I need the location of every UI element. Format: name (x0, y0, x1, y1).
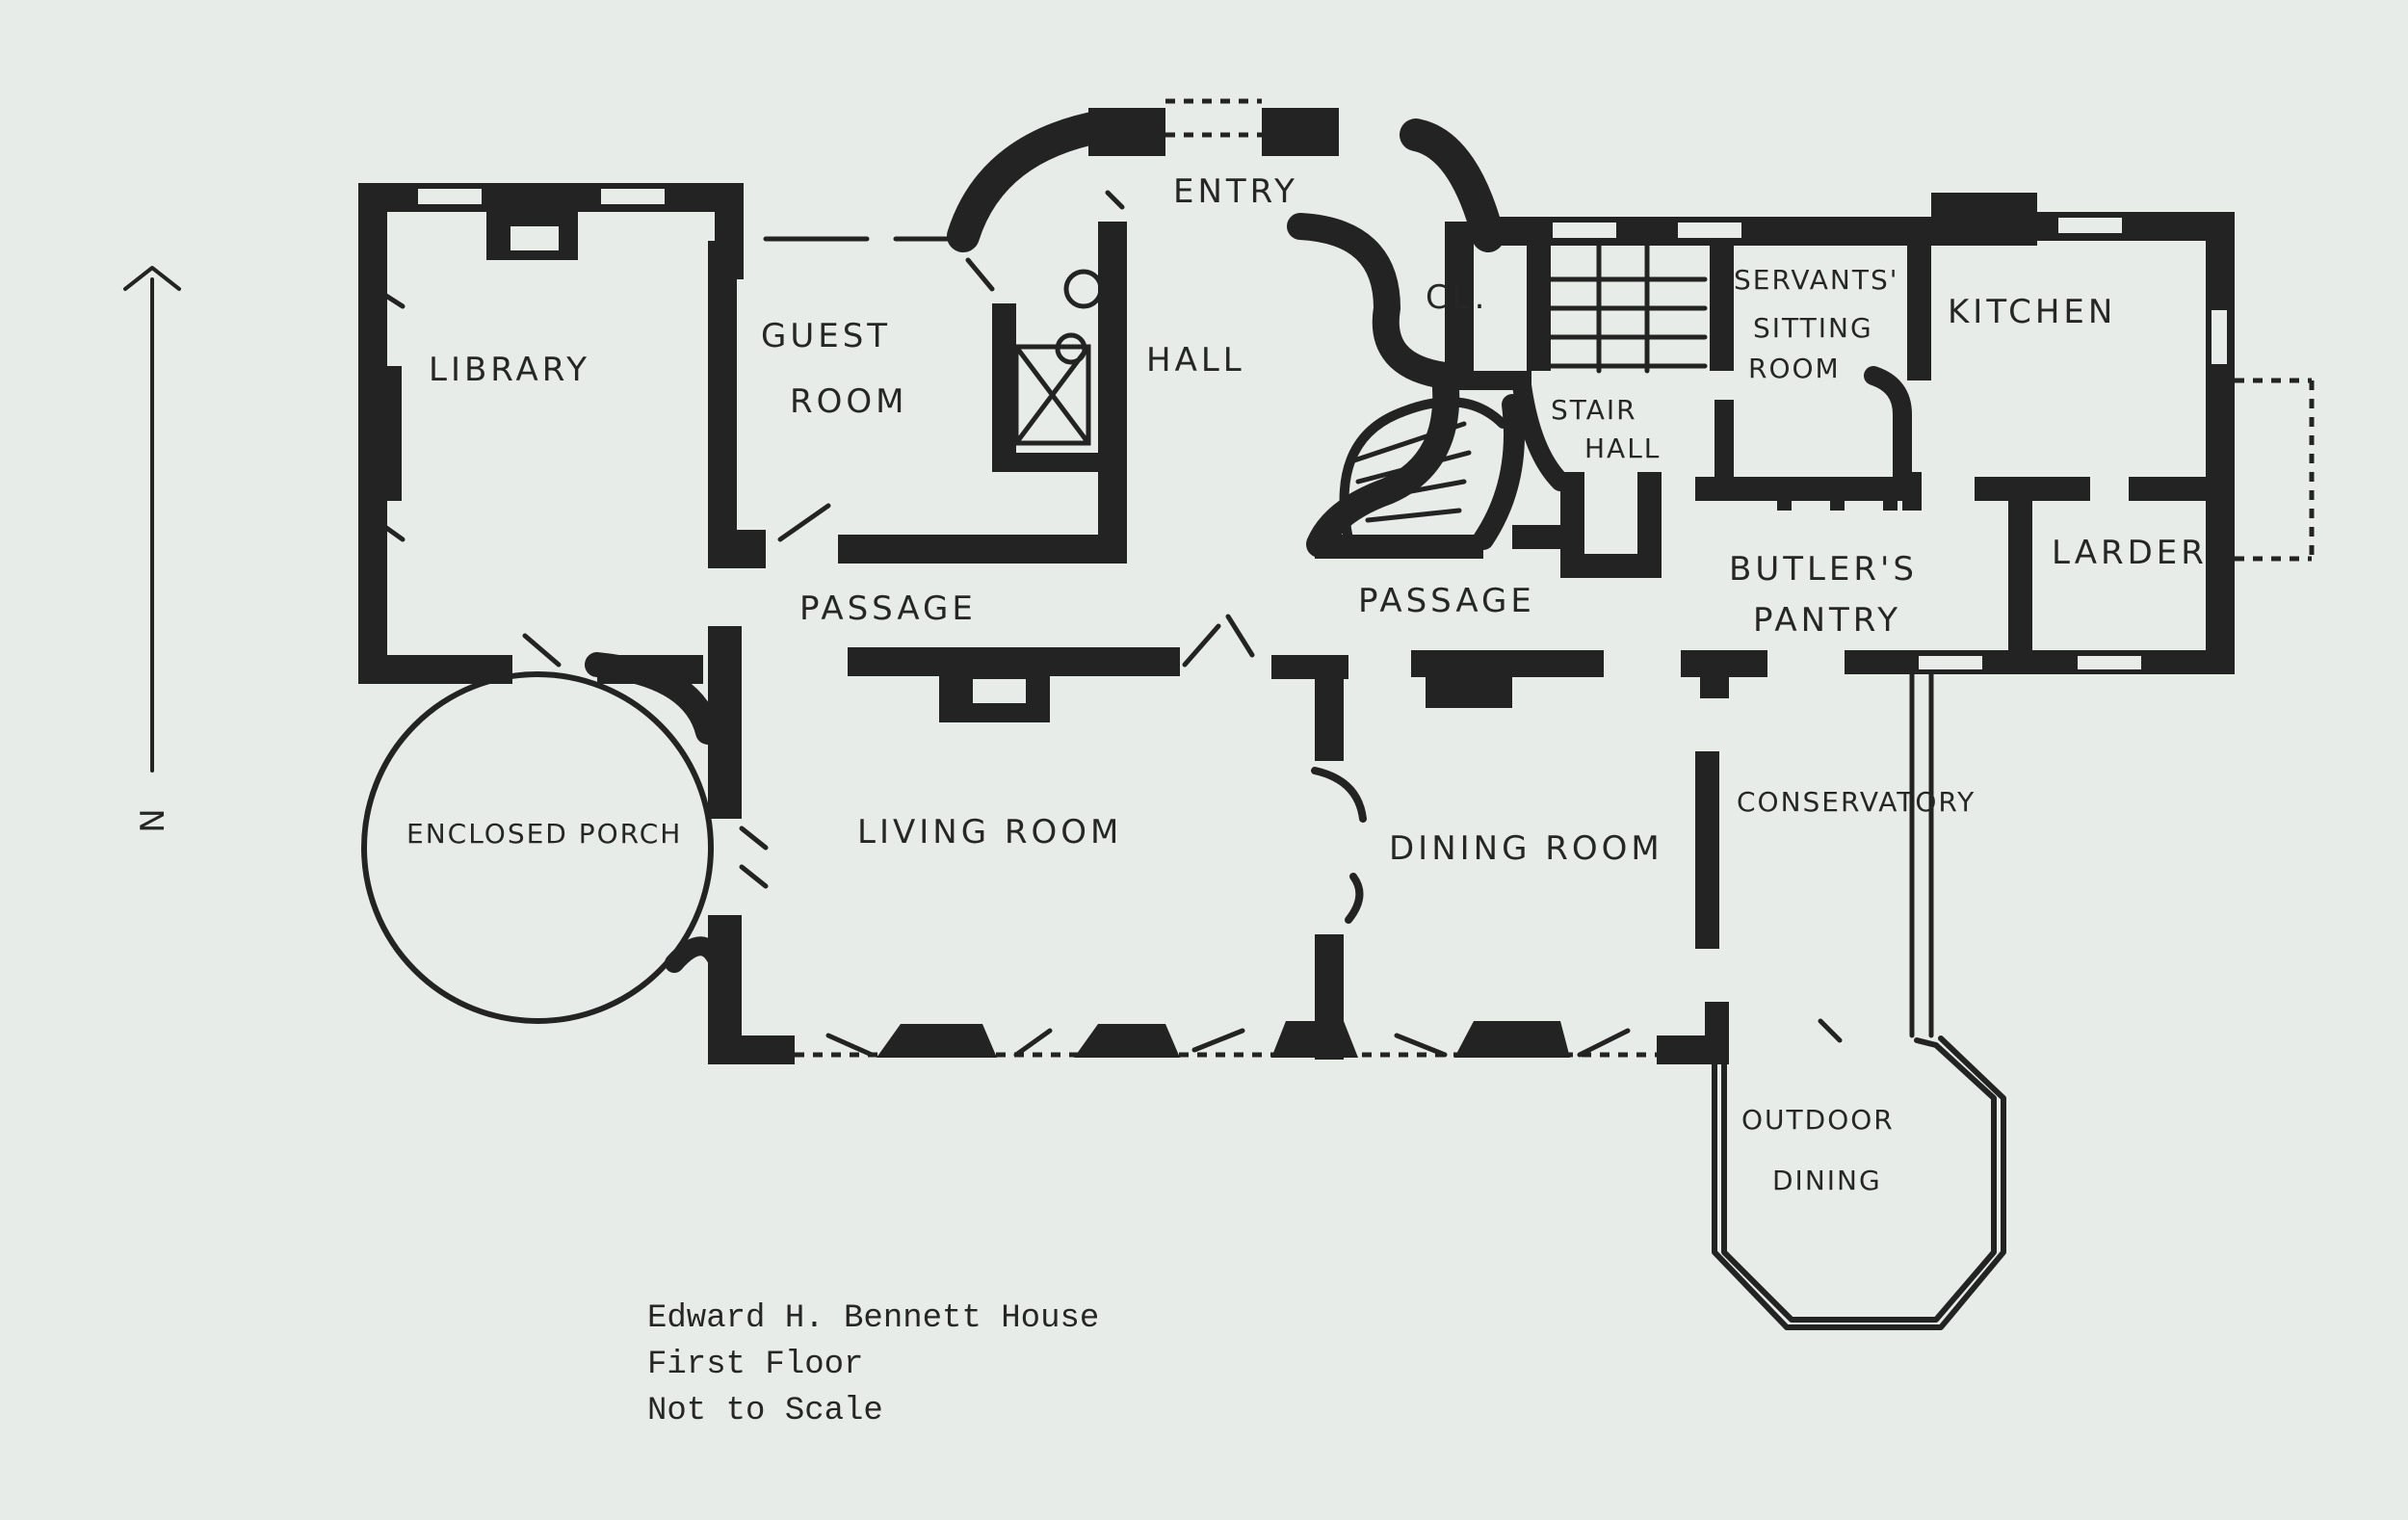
label-library: LIBRARY (429, 351, 590, 389)
library-walls (358, 183, 744, 684)
label-guest-room-line1: GUEST (761, 317, 891, 355)
caption-title: Edward H. Bennett House (647, 1300, 1100, 1337)
label-conservatory: CONSERVATORY (1737, 786, 1976, 818)
label-stair-hall-line1: STAIR (1551, 394, 1637, 426)
stair-area (1287, 213, 1570, 559)
label-hall: HALL (1146, 341, 1245, 380)
label-closet: CL. (1426, 278, 1489, 317)
caption-floor: First Floor (647, 1347, 864, 1383)
label-passage-west: PASSAGE (799, 590, 977, 628)
north-label: N (134, 804, 172, 832)
conservatory-walls (1695, 671, 2006, 1330)
label-enclosed-porch: ENCLOSED PORCH (406, 818, 682, 850)
label-servants-line3: ROOM (1748, 353, 1841, 384)
stair-hall-walls (1488, 217, 1950, 578)
label-butlers-pantry-line1: BUTLER'S (1729, 550, 1918, 589)
label-dining-room: DINING ROOM (1389, 829, 1663, 868)
room-labels: LIBRARY GUEST ROOM ENTRY HALL CL. SERVAN… (406, 172, 2208, 1196)
label-servants-line1: SERVANTS' (1734, 264, 1898, 296)
label-entry: ENTRY (1173, 172, 1298, 211)
label-outdoor-dining-line2: DINING (1772, 1165, 1882, 1196)
south-walls (708, 767, 1729, 1064)
label-stair-hall-line2: HALL (1584, 432, 1661, 464)
label-guest-room-line2: ROOM (790, 382, 907, 421)
service-walls (1695, 193, 2315, 674)
label-living-room: LIVING ROOM (857, 813, 1122, 852)
label-kitchen: KITCHEN (1948, 293, 2116, 331)
plan-caption: Edward H. Bennett House First Floor Not … (647, 1296, 1099, 1434)
entry-walls (947, 98, 1505, 292)
guest-room-walls (708, 222, 1127, 568)
label-passage-east: PASSAGE (1358, 582, 1535, 620)
label-outdoor-dining-line1: OUTDOOR (1741, 1104, 1895, 1136)
passage-walls (848, 614, 1767, 761)
label-servants-line2: SITTING (1753, 312, 1873, 344)
caption-scale-note: Not to Scale (647, 1393, 883, 1429)
label-larder: LARDER (2052, 534, 2208, 572)
north-arrow: N (123, 266, 181, 833)
label-butlers-pantry-line2: PANTRY (1753, 601, 1901, 640)
